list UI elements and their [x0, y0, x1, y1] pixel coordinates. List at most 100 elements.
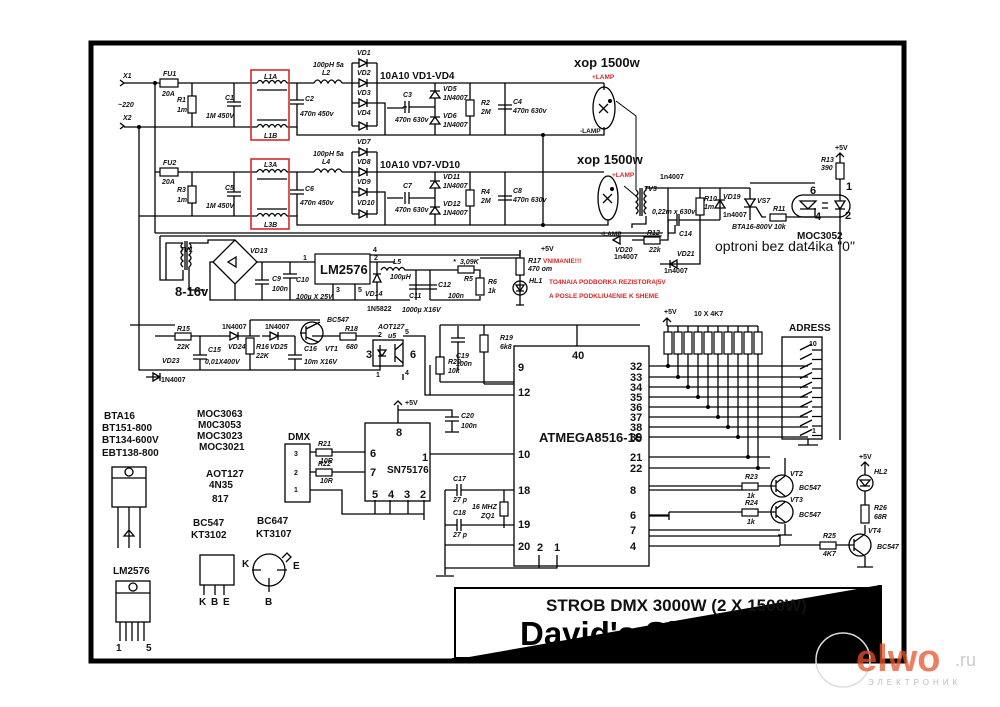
vt4-ref: VT4 [868, 528, 881, 535]
bridge2-label: 10A10 VD7-VD10 [380, 160, 460, 171]
r22-ref: R22 [318, 461, 331, 468]
fuse-fu2 [159, 167, 179, 177]
address-label: ADRESS [789, 323, 831, 334]
r19-ref: R19 [500, 335, 513, 342]
reg-pin5: 5 [358, 287, 362, 294]
c8-value: 470n 630v [512, 197, 548, 204]
address-plus5: +5V [664, 309, 677, 316]
r10-value: 1m [704, 204, 714, 211]
r3-ref: R3 [177, 187, 186, 194]
moc-label: MOC3052 [797, 231, 843, 242]
vd3-ref: VD3 [357, 90, 371, 97]
lamp2-minus: -LAMP [601, 231, 622, 238]
r17-ref: R17 [528, 258, 542, 265]
address-resistor-label: 10 X 4K7 [694, 311, 723, 318]
title-subtitle: STROB DMX 3000W (2 X 1500W) [546, 596, 807, 615]
address-pullup-resistor [733, 331, 743, 355]
crystal-ref: ZQ1 [480, 513, 495, 520]
vd4-ref: VD4 [357, 110, 371, 117]
address-switch[interactable] [799, 419, 822, 427]
r24-ref: R24 [745, 500, 758, 507]
address-switch[interactable] [799, 428, 822, 437]
mcu-pin-1: 1 [554, 542, 560, 554]
mcu-pin-33: 33 [630, 372, 642, 384]
vd20-value: 1n4007 [614, 254, 638, 261]
l3a-label: L3A [264, 162, 277, 169]
vt3-value: BC547 [799, 512, 822, 519]
metal-pin-e: E [293, 561, 300, 572]
dmx-connector[interactable] [284, 443, 311, 503]
r25-value: 4K7 [822, 551, 837, 558]
r20-value: 10k [448, 368, 461, 375]
vd21-value: 1n4007 [664, 268, 688, 275]
mcu-pin-19: 19 [518, 519, 530, 531]
c17-value: 27 p [452, 497, 468, 504]
c20-value: 100n [461, 423, 477, 430]
lamp2-plus: +LAMP [612, 172, 635, 179]
diode-vd24-icon [229, 330, 240, 342]
vd20-ref: VD20 [615, 247, 633, 254]
c1-value: 1M 450V [206, 113, 235, 120]
x2-terminal-icon [119, 122, 126, 130]
mcu-pin-35: 35 [630, 392, 642, 404]
address-pullup-resistor [663, 331, 673, 355]
mcu-pin-7: 7 [630, 525, 636, 537]
l1a-label: L1A [264, 74, 277, 81]
vd1-ref: VD1 [357, 50, 371, 57]
lm2576-pin1: 1 [116, 643, 122, 654]
lm2576-pin5: 5 [146, 643, 152, 654]
dip-switch-address[interactable] [781, 336, 823, 440]
output-section: R23 1k VT2 BC547 R24 1k VT3 BC547 R25 4K… [649, 454, 900, 568]
address-switch[interactable] [799, 400, 822, 408]
vs7-label: VS7 [757, 198, 771, 205]
vt3-ref: VT3 [790, 497, 803, 504]
mcu-pin-10: 10 [518, 449, 530, 461]
fu1-value: 20A [161, 91, 175, 98]
address-pullup-resistor [683, 331, 693, 355]
tv1-label: TV1 [180, 247, 193, 254]
address-switch[interactable] [799, 390, 822, 399]
flash-lamp-1-icon [592, 86, 616, 130]
title-main: David's Show Light [520, 615, 823, 652]
trigger-section: TV3 0,22m x 630v 1n4007 C14 R10 1m VD19 … [611, 145, 855, 440]
address-switch[interactable] [799, 352, 822, 361]
vt4-value: BC547 [877, 544, 900, 551]
mcu-pin-32: 32 [630, 361, 642, 373]
r6-value: 1k [488, 288, 497, 295]
address-switch[interactable] [799, 381, 822, 389]
sn-pin-3: 3 [404, 489, 410, 501]
dmx-section: DMX 3 2 1 R21 10R R22 10R SN75176 6 7 8 … [284, 400, 514, 520]
c18-ref: C18 [453, 510, 466, 517]
mcu-pin-8: 8 [630, 485, 636, 497]
watermark: elwo .ru ЭЛЕКТРОНИК [815, 632, 976, 688]
c6-value: 470n 450v [299, 200, 335, 207]
vd13-label: VD13 [250, 248, 268, 255]
r5-value: 3,09K [460, 259, 480, 266]
c11-ref: C11 [409, 293, 421, 300]
mcu-pin-4: 4 [630, 541, 637, 553]
address-pullup-resistor [753, 331, 763, 355]
resistor-r18 [339, 332, 357, 341]
resistor-r15 [174, 332, 192, 341]
address-switch[interactable] [799, 343, 822, 351]
channel-1: X1 ~220 X2 FU1 20A R1 1m C1 1M 450V L1A … [118, 50, 641, 190]
address-switch[interactable] [799, 409, 822, 418]
r21-value: 10R [320, 458, 333, 465]
reg-pin1: 1 [303, 255, 307, 262]
r23-ref: R23 [745, 474, 758, 481]
address-switch[interactable] [799, 371, 822, 380]
r3-value: 1m [177, 197, 187, 204]
vd25-ref: VD25 [270, 344, 288, 351]
mcu-pin-39: 39 [630, 432, 642, 444]
tv3-label: TV3 [644, 186, 657, 193]
psu-section: TV1 8-16v VD13 C9 100n C10 100µ X 25V LM… [159, 236, 554, 314]
c1-ref: C1 [225, 95, 234, 102]
r18-value: 680 [346, 344, 358, 351]
r12-value: 22k [648, 247, 662, 254]
vd11-ref: VD11 [443, 174, 460, 181]
legend-opto-3: MOC3023 [197, 431, 243, 442]
address-switch[interactable] [799, 362, 822, 370]
fu1-ref: FU1 [163, 71, 176, 78]
channel-2: FU2 20A R3 1m C5 1M 450V L3A L3B C6 470n… [139, 133, 644, 238]
address-switch-1: 1 [812, 428, 816, 435]
